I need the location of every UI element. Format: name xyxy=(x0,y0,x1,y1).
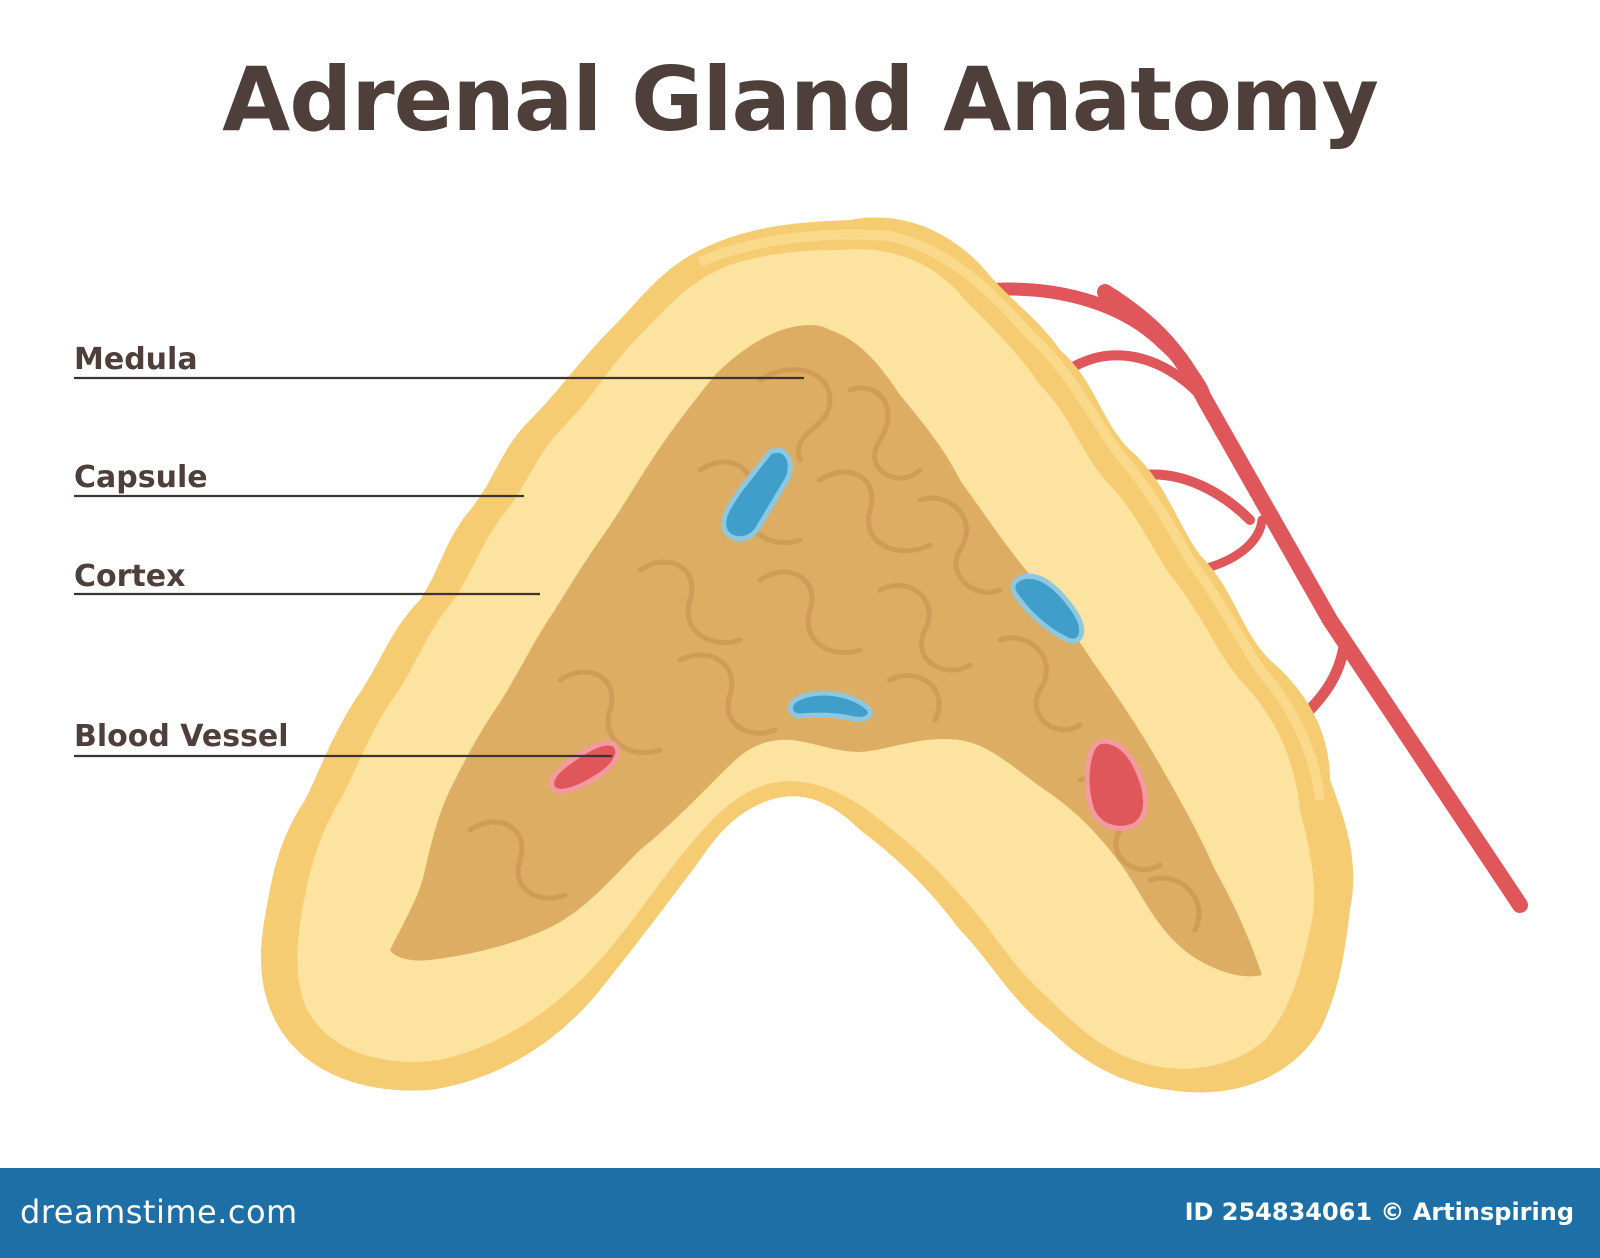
footer-brand: dreamstime.com xyxy=(20,1193,298,1231)
footer-credit: ID 254834061 © Artinspiring xyxy=(1185,1198,1574,1226)
adrenal-gland-diagram: Medula Capsule Cortex Blood Vessel xyxy=(74,217,1528,1093)
vein-1 xyxy=(721,447,793,542)
stock-id: ID 254834061 xyxy=(1184,1198,1373,1226)
label-cortex: Cortex xyxy=(74,559,185,594)
vessel-branch-top xyxy=(978,282,1212,407)
vein-2 xyxy=(1010,573,1085,644)
artery-right xyxy=(1084,738,1148,831)
page-title: Adrenal Gland Anatomy xyxy=(222,48,1379,151)
label-blood-vessel: Blood Vessel xyxy=(74,719,289,754)
label-medula: Medula xyxy=(74,342,198,377)
label-capsule: Capsule xyxy=(74,460,208,495)
watermark-footer: dreamstime.com ID 254834061 © Artinspiri… xyxy=(0,1168,1600,1258)
capsule-rim xyxy=(698,229,1325,801)
vessel-branch-lower-mid xyxy=(1195,515,1267,575)
veins xyxy=(721,447,1085,722)
vein-3 xyxy=(787,690,873,722)
author-credit: © Artinspiring xyxy=(1380,1198,1574,1226)
